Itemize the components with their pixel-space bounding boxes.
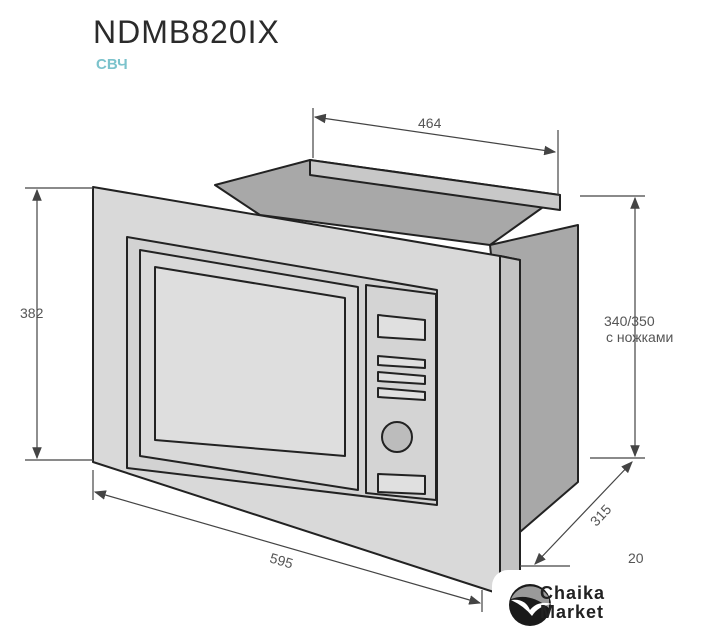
frame-edge: [499, 255, 521, 595]
door-handle: [377, 473, 426, 495]
dim-line-464: [313, 113, 557, 156]
logo-text: Chaika Market: [540, 584, 605, 622]
button-2: [377, 371, 426, 385]
window: [154, 266, 346, 457]
page-title: NDMB820IX: [93, 14, 280, 50]
product-type: СВЧ: [96, 56, 128, 73]
dim-line-315: [534, 461, 633, 565]
logo-line-2: Market: [540, 602, 605, 622]
dim-label-legs: с ножками: [606, 329, 673, 345]
dim-label-464: 464: [418, 115, 442, 131]
dim-line-595: [93, 490, 482, 605]
button-1: [377, 355, 426, 369]
button-3: [377, 387, 426, 401]
display: [377, 314, 426, 341]
dim-label-340: 340/350: [604, 313, 655, 329]
body-top: [214, 159, 561, 246]
knob: [381, 421, 413, 453]
logo-line-1: Chaika: [540, 583, 606, 603]
dim-label-382: 382: [20, 305, 44, 321]
body-top-face: [309, 159, 561, 211]
dim-label-595: 595: [268, 550, 295, 572]
